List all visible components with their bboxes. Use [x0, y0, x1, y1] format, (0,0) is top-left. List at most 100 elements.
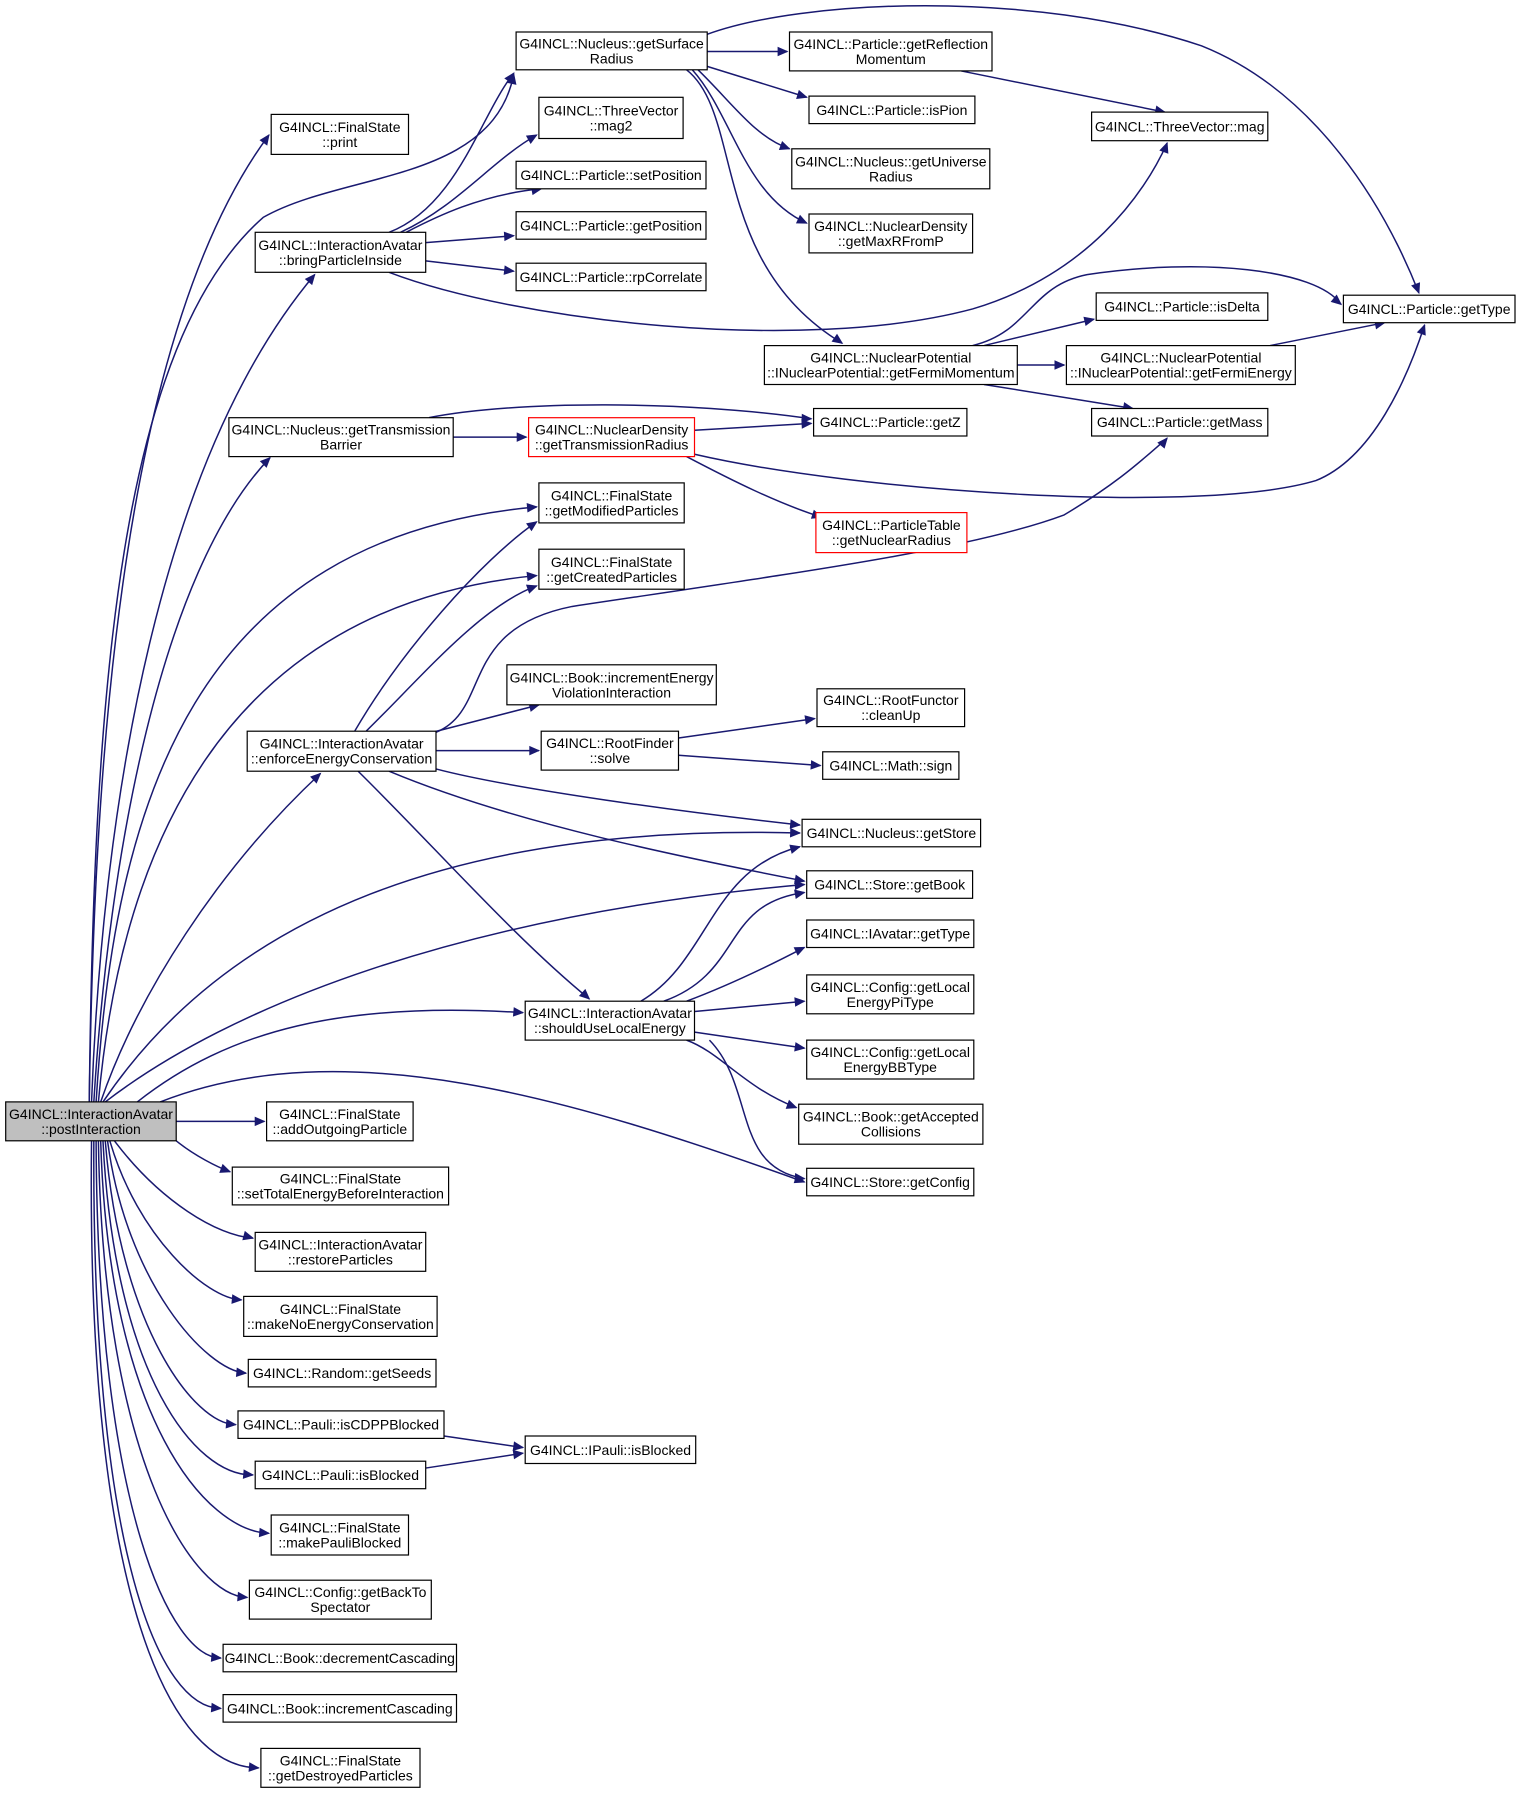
node-getCreatedParticles[interactable]: G4INCL::FinalState::getCreatedParticles: [538, 548, 685, 590]
arrowhead-icon: [789, 844, 801, 854]
arrowhead-icon: [794, 1042, 806, 1052]
node-rpCorrelate[interactable]: G4INCL::Particle::rpCorrelate: [515, 262, 707, 292]
edge-line: [678, 717, 815, 739]
edge-line: [95, 1140, 221, 1659]
node-box: [254, 1460, 427, 1490]
node-label: G4INCL::Book::decrementCascading: [225, 1650, 455, 1666]
node-makePauliBlocked[interactable]: G4INCL::FinalState::makePauliBlocked: [270, 1514, 410, 1556]
edge-line: [697, 69, 790, 150]
edge-line: [400, 134, 538, 233]
node-bringParticleInside[interactable]: G4INCL::InteractionAvatar::bringParticle…: [254, 231, 427, 273]
node-label: G4INCL::IPauli::isBlocked: [530, 1442, 691, 1458]
node-label: G4INCL::Nucleus::getUniverse: [795, 153, 987, 169]
node-incrementCascading[interactable]: G4INCL::Book::incrementCascading: [222, 1693, 458, 1723]
node-incrementEnergyViolation[interactable]: G4INCL::Book::incrementEnergyViolationIn…: [506, 664, 717, 706]
node-getConfig[interactable]: G4INCL::Store::getConfig: [806, 1167, 975, 1197]
edge-postInteraction-to-getConfig: [159, 1070, 806, 1184]
node-getMaxRFromP[interactable]: G4INCL::NuclearDensity::getMaxRFromP: [808, 213, 974, 254]
node-mathSign[interactable]: G4INCL::Math::sign: [822, 751, 960, 780]
edge-postInteraction-to-restoreParticles: [113, 1140, 255, 1241]
node-postInteraction[interactable]: G4INCL::InteractionAvatar::postInteracti…: [5, 1101, 177, 1142]
node-getFermiEnergy[interactable]: G4INCL::NuclearPotential::INuclearPotent…: [1065, 345, 1296, 386]
edge-line: [104, 1140, 236, 1426]
node-mag[interactable]: G4INCL::ThreeVector::mag: [1090, 111, 1269, 142]
node-isCDPPBlocked[interactable]: G4INCL::Pauli::isCDPPBlocked: [237, 1410, 445, 1440]
node-box: [524, 1000, 696, 1041]
edge-shouldUseLocalEnergy-to-getConfig: [708, 1039, 806, 1183]
edge-shouldUseLocalEnergy-to-iavatarGetType: [686, 946, 806, 1002]
node-getModifiedParticles[interactable]: G4INCL::FinalState::getModifiedParticles: [538, 482, 685, 524]
arrowhead-icon: [777, 46, 789, 57]
node-fsPrint[interactable]: G4INCL::FinalState::print: [270, 113, 410, 156]
node-setPosition[interactable]: G4INCL::Particle::setPosition: [515, 160, 707, 190]
node-mag2[interactable]: G4INCL::ThreeVector::mag2: [538, 96, 684, 140]
node-label: G4INCL::IAvatar::getType: [810, 926, 970, 942]
node-iavatarGetType[interactable]: G4INCL::IAvatar::getType: [806, 919, 975, 949]
node-getZ[interactable]: G4INCL::Particle::getZ: [812, 407, 968, 437]
edge-line: [423, 704, 540, 736]
node-ipauliIsBlocked[interactable]: G4INCL::IPauli::isBlocked: [524, 1435, 697, 1465]
node-box: [266, 1101, 414, 1142]
node-shouldUseLocalEnergy[interactable]: G4INCL::InteractionAvatar::shouldUseLoca…: [524, 1000, 696, 1041]
node-label: G4INCL::FinalState: [280, 1752, 402, 1768]
node-getPosition[interactable]: G4INCL::Particle::getPosition: [515, 211, 707, 240]
node-getDestroyedParticles[interactable]: G4INCL::FinalState::getDestroyedParticle…: [260, 1747, 421, 1788]
node-box: [254, 1231, 427, 1272]
edge-bringParticleInside-to-getPosition: [425, 231, 516, 244]
arrowhead-icon: [795, 214, 808, 224]
node-label: G4INCL::Pauli::isBlocked: [262, 1467, 419, 1483]
node-label: G4INCL::FinalState: [279, 1106, 401, 1122]
node-restoreParticles[interactable]: G4INCL::InteractionAvatar::restorePartic…: [254, 1231, 427, 1272]
node-label: G4INCL::Particle::isPion: [816, 102, 967, 118]
arrowhead-icon: [794, 874, 806, 885]
node-getStore[interactable]: G4INCL::Nucleus::getStore: [801, 818, 982, 848]
node-box: [515, 31, 708, 71]
node-getSeeds[interactable]: G4INCL::Random::getSeeds: [247, 1358, 437, 1388]
node-label: ::mag2: [590, 117, 633, 133]
node-label: ::getCreatedParticles: [546, 569, 677, 585]
node-label: ViolationInteraction: [552, 684, 671, 700]
node-makeNoEnergyConservation[interactable]: G4INCL::FinalState::makeNoEnergyConserva…: [243, 1295, 438, 1338]
edge-getReflectionMomentum-to-mag: [961, 70, 1167, 115]
node-label: G4INCL::Random::getSeeds: [253, 1365, 431, 1381]
node-pauliIsBlocked[interactable]: G4INCL::Pauli::isBlocked: [254, 1460, 427, 1490]
edge-bringParticleInside-to-mag: [388, 141, 1169, 332]
node-label: G4INCL::Config::getLocal: [810, 979, 970, 995]
node-rootFunctorCleanUp[interactable]: G4INCL::RootFunctor::cleanUp: [816, 688, 966, 728]
node-getNuclearRadius[interactable]: G4INCL::ParticleTable::getNuclearRadius: [815, 511, 968, 554]
edge-line: [983, 318, 1095, 347]
node-getType[interactable]: G4INCL::Particle::getType: [1342, 294, 1516, 324]
node-decrementCascading[interactable]: G4INCL::Book::decrementCascading: [222, 1643, 458, 1673]
node-getBook[interactable]: G4INCL::Store::getBook: [806, 870, 974, 899]
node-label: ::solve: [590, 750, 631, 766]
edge-line: [972, 266, 1342, 347]
edge-postInteraction-to-getTransmissionBarrier: [93, 456, 271, 1102]
node-setTotalEnergyBeforeInteraction[interactable]: G4INCL::FinalState::setTotalEnergyBefore…: [231, 1166, 450, 1206]
node-isPion[interactable]: G4INCL::Particle::isPion: [808, 95, 976, 125]
node-isDelta[interactable]: G4INCL::Particle::isDelta: [1095, 292, 1269, 321]
node-getTransmissionRadius[interactable]: G4INCL::NuclearDensity::getTransmissionR…: [527, 417, 696, 458]
node-addOutgoingParticle[interactable]: G4INCL::FinalState::addOutgoingParticle: [266, 1101, 414, 1142]
edge-getTransmissionBarrier-to-getTransmissionRadius: [453, 432, 528, 442]
node-enforceEnergyConservation[interactable]: G4INCL::InteractionAvatar::enforceEnergy…: [246, 730, 437, 772]
arrowhead-icon: [304, 273, 316, 286]
node-box: [1065, 345, 1296, 386]
node-label: G4INCL::Particle::getMass: [1097, 414, 1263, 430]
node-label: G4INCL::InteractionAvatar: [258, 1236, 422, 1252]
edge-line: [663, 891, 805, 1002]
node-getMass[interactable]: G4INCL::Particle::getMass: [1090, 407, 1269, 437]
node-getFermiMomentum[interactable]: G4INCL::NuclearPotential::INuclearPotent…: [763, 345, 1018, 386]
edge-shouldUseLocalEnergy-to-getStore: [640, 844, 801, 1002]
edge-getTransmissionRadius-to-getType: [694, 323, 1426, 499]
node-rootFinderSolve[interactable]: G4INCL::RootFinder::solve: [540, 730, 680, 771]
node-box: [822, 751, 960, 780]
edge-line: [354, 521, 538, 732]
